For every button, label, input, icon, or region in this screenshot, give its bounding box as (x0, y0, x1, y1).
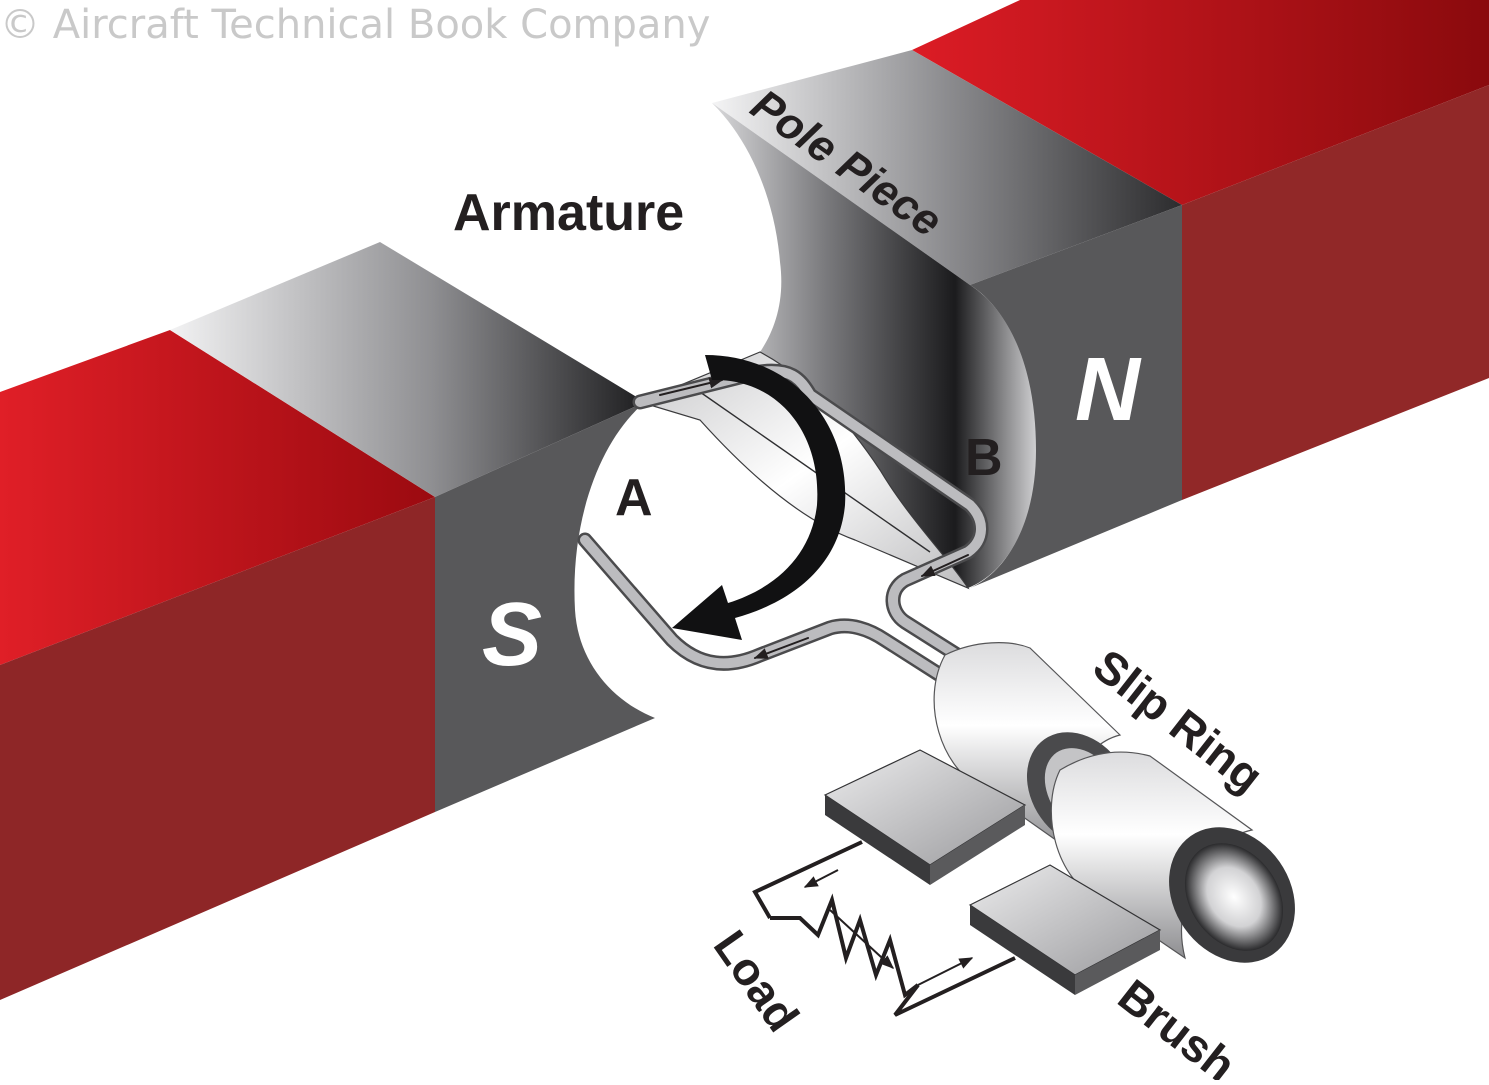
armature-edge-line (699, 391, 931, 553)
pole-piece-curved-surface (712, 103, 1036, 588)
label-north: N (1075, 340, 1142, 440)
label-conductor-b: B (965, 429, 1003, 487)
brush-1-side (825, 795, 930, 885)
load-current-arrow-3 (917, 957, 974, 986)
north-magnet-side (1182, 85, 1489, 500)
north-magnet (712, 0, 1489, 588)
south-pole-piece-top (170, 242, 645, 497)
brush-2-side (970, 905, 1075, 995)
brush-1-front (930, 805, 1025, 885)
slip-rings (933, 642, 1295, 963)
south-magnet-side (0, 497, 435, 1000)
south-pole-face (435, 402, 655, 812)
slip-ring-2-hole (1184, 843, 1284, 951)
load-wire-left (752, 840, 863, 919)
north-magnet-top-red (912, 0, 1489, 205)
label-armature: Armature (453, 184, 684, 242)
copyright-watermark: © Aircraft Technical Book Company (0, 2, 711, 48)
label-conductor-a: A (615, 469, 653, 527)
north-pole-piece-top (712, 50, 1182, 285)
south-magnet (0, 242, 655, 1000)
current-arrow-right (920, 554, 969, 577)
brushes (823, 749, 1162, 995)
label-load: Load (704, 921, 810, 1041)
load-current-arrow-1 (803, 869, 839, 888)
rotation-arrow-body (672, 355, 846, 640)
south-magnet-top-red (0, 330, 435, 665)
conductor-loop (577, 363, 989, 683)
current-arrow-bottom (753, 637, 809, 659)
label-brush: Brush (1109, 969, 1246, 1080)
label-south: S (482, 585, 542, 685)
load-current-arrow-2 (829, 909, 895, 969)
rotation-arrow (672, 355, 846, 640)
current-arrow-top (659, 377, 724, 396)
brush-2-front (1075, 930, 1160, 995)
load-wire-right (893, 956, 1016, 1017)
load-circuit (752, 840, 1016, 1017)
load-resistor-zigzag (770, 893, 920, 999)
north-pole-face (970, 205, 1182, 588)
